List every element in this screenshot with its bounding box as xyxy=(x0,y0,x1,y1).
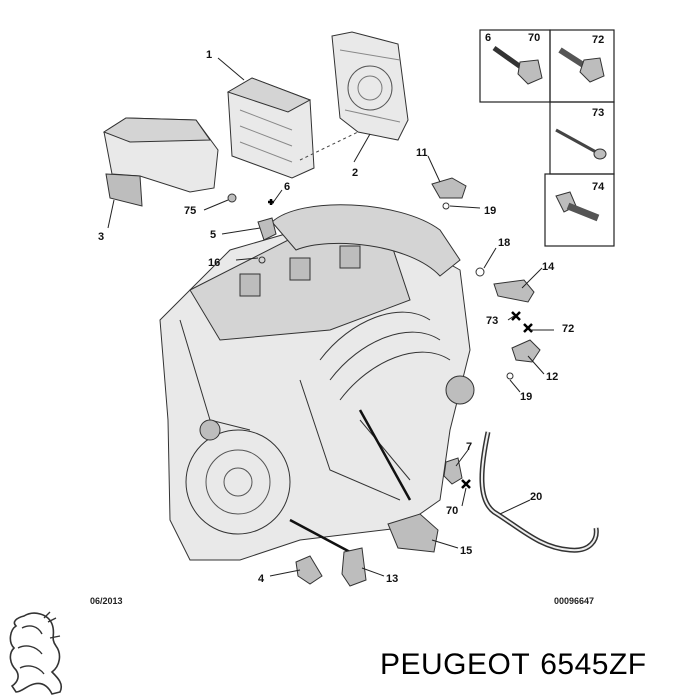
part-20-hose xyxy=(479,431,599,553)
callout-6: 6 xyxy=(284,181,290,193)
lion-logo-icon xyxy=(9,611,63,695)
part-4-sensor xyxy=(295,555,323,585)
part-18-seal xyxy=(475,267,485,277)
callout-1: 1 xyxy=(206,49,212,61)
screw-72-icon xyxy=(558,47,605,83)
callout-11: 11 xyxy=(416,147,428,159)
callout-74-panel: 74 xyxy=(592,181,605,193)
diagram-reference: 00096647 xyxy=(554,596,594,606)
callout-70: 70 xyxy=(446,505,458,517)
part-13-sensor xyxy=(341,547,367,587)
part-12-sensor xyxy=(511,339,541,363)
callout-4: 4 xyxy=(258,573,265,585)
callout-18: 18 xyxy=(498,237,510,249)
fastener-panel: 6 70 72 73 74 xyxy=(479,29,615,247)
callout-13: 13 xyxy=(386,573,398,585)
engine-block xyxy=(159,204,475,561)
callout-7: 7 xyxy=(466,441,472,453)
callout-14: 14 xyxy=(542,261,555,273)
part-5-sensor xyxy=(257,217,277,241)
leader-lines xyxy=(107,57,554,577)
callout-72-panel: 72 xyxy=(592,34,604,46)
part-caption: PEUGEOT 6545ZF xyxy=(380,648,657,682)
callout-72: 72 xyxy=(562,323,574,335)
bolt-74-icon xyxy=(555,191,600,222)
callout-75: 75 xyxy=(184,205,196,217)
part-14-sensor xyxy=(493,279,535,303)
part-75-washer xyxy=(227,193,237,203)
callout-6-panel: 6 xyxy=(485,32,491,44)
callout-73-panel: 73 xyxy=(592,107,604,119)
part-3-cover xyxy=(102,117,219,207)
caption-part-number: 6545ZF xyxy=(540,648,647,681)
callout-15: 15 xyxy=(460,545,472,557)
callout-5: 5 xyxy=(210,229,216,241)
bolt-6-70-icon xyxy=(492,45,543,85)
part-11-sensor xyxy=(431,177,467,199)
part-1-ecu xyxy=(226,77,315,179)
diagram-date: 06/2013 xyxy=(90,596,123,606)
part-16-seal xyxy=(258,256,266,264)
callout-19-lower: 19 xyxy=(520,391,532,403)
part-19-seal-lower xyxy=(506,372,514,380)
stud-73-icon xyxy=(555,128,607,160)
callout-2: 2 xyxy=(352,167,358,179)
part-19-seal-upper xyxy=(442,202,450,210)
callout-16: 16 xyxy=(208,257,220,269)
part-2-bracket-plate xyxy=(331,31,409,141)
caption-brand: PEUGEOT xyxy=(380,648,531,681)
callout-20: 20 xyxy=(530,491,542,503)
callout-19-upper: 19 xyxy=(484,205,496,217)
callout-70-panel: 70 xyxy=(528,32,540,44)
callout-12: 12 xyxy=(546,371,558,383)
callout-3: 3 xyxy=(98,231,104,243)
callout-73: 73 xyxy=(486,315,498,327)
